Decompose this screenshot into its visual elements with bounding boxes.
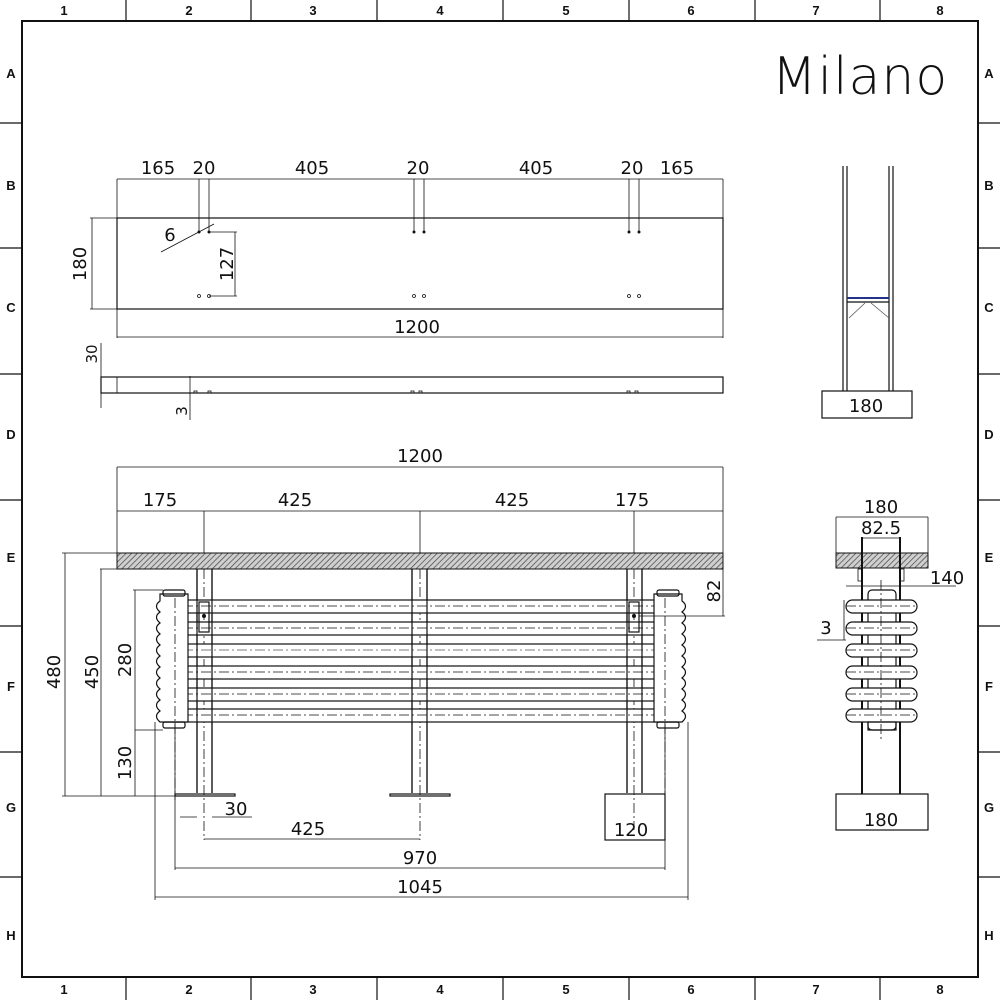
- dim-leg-span-right: 425: [495, 490, 529, 511]
- grid-col-4: 4: [436, 982, 444, 997]
- shelf-side-view: 30 3: [83, 343, 724, 420]
- dim-bracket-b: 20: [407, 158, 430, 179]
- dim-radiator-depth: 140: [930, 568, 964, 589]
- grid-row-e: E: [7, 550, 16, 565]
- dim-depth: 180: [70, 247, 91, 281]
- grid-col-5: 5: [562, 982, 569, 997]
- grid-col-1: 1: [60, 982, 67, 997]
- grid-row-h: H: [6, 928, 15, 943]
- brand-logo: Milano: [772, 47, 948, 107]
- dim-hole-dia: 6: [164, 225, 175, 246]
- dim-bracket-spacing: 82.5: [861, 518, 901, 539]
- dim-leg-offset-left: 175: [143, 490, 177, 511]
- dim-span-b: 405: [519, 158, 553, 179]
- dim-radiator-width: 1045: [397, 877, 443, 898]
- dim-foot-span: 425: [291, 819, 325, 840]
- dim-foot-width: 30: [225, 799, 248, 820]
- dim-shelf-thickness: 30: [83, 344, 101, 363]
- grid-row-d: D: [6, 427, 15, 442]
- dim-end-width: 180: [849, 396, 883, 417]
- dim-leg-span-left: 425: [278, 490, 312, 511]
- dim-offset-right: 165: [660, 158, 694, 179]
- dim-leg-offset-right: 175: [615, 490, 649, 511]
- grid-row-d: D: [984, 427, 993, 442]
- grid-row-labels-right: A B C D E F G H: [984, 66, 994, 943]
- grid-col-7: 7: [812, 3, 819, 18]
- grid-row-b: B: [6, 178, 15, 193]
- grid-col-6: 6: [687, 982, 694, 997]
- grid-col-2: 2: [185, 3, 192, 18]
- grid-col-3: 3: [309, 982, 316, 997]
- top-view: 165 20 405 20 405 20 165 6 127 180 1200: [70, 158, 724, 338]
- grid-row-f: F: [7, 679, 15, 694]
- grid-col-4: 4: [436, 3, 444, 18]
- radiator-tubes: [164, 599, 679, 723]
- dim-shelf-height: 450: [82, 655, 103, 689]
- grid-row-f: F: [985, 679, 993, 694]
- dim-side-base-width: 180: [864, 810, 898, 831]
- grid-col-7: 7: [812, 982, 819, 997]
- dim-overall-height: 480: [44, 655, 65, 689]
- dim-floor-clearance: 130: [115, 746, 136, 780]
- grid-row-c: C: [984, 300, 994, 315]
- grid-row-a: A: [984, 66, 994, 81]
- grid-row-e: E: [985, 550, 994, 565]
- grid-col-5: 5: [562, 3, 569, 18]
- dim-hole-spacing: 127: [217, 247, 238, 281]
- dim-total-width: 1200: [394, 317, 440, 338]
- grid-row-labels-left: A B C D E F G H: [6, 66, 16, 943]
- grid-col-2: 2: [185, 982, 192, 997]
- grid-row-h: H: [984, 928, 993, 943]
- grid-row-g: G: [984, 800, 994, 815]
- front-view: 1200 175 425 425 175 480 450 280 130 82 …: [44, 446, 725, 900]
- dim-bracket-drop: 82: [704, 580, 725, 603]
- end-view-top: 180: [821, 166, 913, 419]
- dim-radiator-height: 280: [115, 643, 136, 677]
- dim-pipe-centres: 970: [403, 848, 437, 869]
- grid-col-3: 3: [309, 3, 316, 18]
- side-view: 180 82.5 140 3 180: [817, 497, 964, 831]
- dim-base-width: 120: [614, 820, 648, 841]
- grid-col-8: 8: [936, 982, 943, 997]
- dim-bracket-c: 20: [621, 158, 644, 179]
- grid-col-8: 8: [936, 3, 943, 18]
- grid-row-b: B: [984, 178, 993, 193]
- dim-wall-gap: 3: [820, 618, 831, 639]
- grid-row-a: A: [6, 66, 16, 81]
- grid-col-6: 6: [687, 3, 694, 18]
- dim-offset-left: 165: [141, 158, 175, 179]
- grid-column-labels-top: 1 2 3 4 5 6 7 8: [60, 3, 943, 18]
- grid-col-1: 1: [60, 3, 67, 18]
- grid-row-g: G: [6, 800, 16, 815]
- dim-bracket-a: 20: [193, 158, 216, 179]
- right-header: [653, 589, 687, 800]
- grid-row-c: C: [6, 300, 16, 315]
- dim-span-a: 405: [295, 158, 329, 179]
- dim-front-total-width: 1200: [397, 446, 443, 467]
- grid-column-labels-bottom: 1 2 3 4 5 6 7 8: [60, 982, 943, 997]
- left-header: [155, 589, 189, 800]
- dim-recess: 3: [173, 406, 191, 416]
- dim-side-top-width: 180: [864, 497, 898, 518]
